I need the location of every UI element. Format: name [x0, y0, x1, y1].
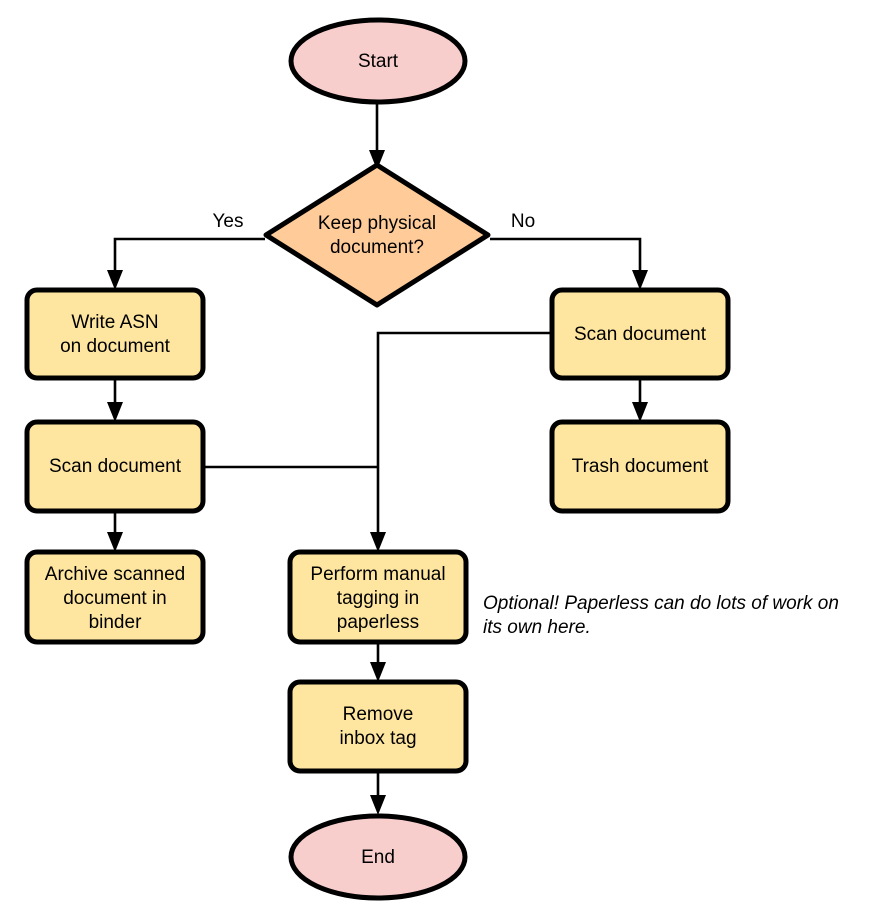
- node-scan-document-left[interactable]: Scan document: [24, 419, 206, 514]
- node-archive-label-line3: binder: [89, 612, 142, 633]
- edge-manual-tagging-to-remove-inbox: [370, 642, 386, 682]
- node-start[interactable]: Start: [288, 17, 468, 105]
- edge-remove-inbox-to-end: [370, 771, 386, 815]
- write-asn-box-shape: [24, 287, 206, 381]
- start-ellipse-shape: [288, 17, 468, 105]
- end-ellipse-shape: [288, 813, 468, 901]
- edge-label-yes: Yes: [213, 211, 244, 232]
- node-write-asn-label-line1: Write ASN: [71, 312, 158, 333]
- edge-start-to-decision: [369, 103, 385, 170]
- node-decision-label-line1: Keep physical: [318, 213, 436, 234]
- decision-diamond-shape: [263, 162, 491, 308]
- node-manual-tagging-label-line2: tagging in: [337, 588, 419, 609]
- node-decision-label-line2: document?: [330, 237, 424, 258]
- edge-label-no: No: [511, 211, 535, 232]
- node-write-asn-on-document[interactable]: Write ASN on document: [24, 287, 206, 381]
- node-remove-inbox-tag[interactable]: Remove inbox tag: [287, 679, 469, 774]
- node-trash-document-label: Trash document: [572, 456, 709, 477]
- edge-scan-right-to-trash: [632, 378, 648, 422]
- node-start-label: Start: [358, 51, 399, 72]
- node-keep-physical-document-decision[interactable]: Keep physical document?: [263, 162, 491, 308]
- node-scan-document-right-label: Scan document: [574, 324, 707, 345]
- scan-document-right-box-shape: [549, 287, 731, 381]
- edge-decision-no-to-scan-right: [490, 237, 648, 290]
- archive-box-shape: [24, 549, 206, 645]
- scan-document-left-box-shape: [24, 419, 206, 514]
- node-scan-document-left-label: Scan document: [49, 456, 182, 477]
- node-manual-tagging-label-line3: paperless: [337, 612, 419, 633]
- node-end-label: End: [361, 847, 395, 868]
- node-archive-label-line2: document in: [63, 588, 167, 609]
- node-archive-scanned-document[interactable]: Archive scanned document in binder: [24, 549, 206, 645]
- note-optional-line1: Optional! Paperless can do lots of work …: [483, 593, 839, 614]
- edge-scan-left-to-archive: [107, 511, 123, 552]
- node-perform-manual-tagging[interactable]: Perform manual tagging in paperless: [287, 549, 469, 645]
- edge-decision-yes-to-write-asn: [107, 237, 265, 290]
- node-write-asn-label-line2: on document: [60, 336, 171, 357]
- node-remove-inbox-label-line1: Remove: [343, 704, 414, 725]
- node-scan-document-right[interactable]: Scan document: [549, 287, 731, 381]
- trash-document-box-shape: [549, 419, 731, 514]
- note-optional-paperless: Optional! Paperless can do lots of work …: [483, 593, 839, 638]
- edge-scan-right-to-manual-tagging: [370, 331, 552, 552]
- note-optional-line2: its own here.: [483, 617, 591, 638]
- node-end[interactable]: End: [288, 813, 468, 901]
- node-archive-label-line1: Archive scanned: [45, 564, 185, 585]
- node-manual-tagging-label-line1: Perform manual: [310, 564, 445, 585]
- remove-inbox-tag-box-shape: [287, 679, 469, 774]
- edge-write-asn-to-scan-left: [107, 378, 123, 422]
- manual-tagging-box-shape: [287, 549, 469, 645]
- node-trash-document[interactable]: Trash document: [549, 419, 731, 514]
- node-remove-inbox-label-line2: inbox tag: [339, 728, 416, 749]
